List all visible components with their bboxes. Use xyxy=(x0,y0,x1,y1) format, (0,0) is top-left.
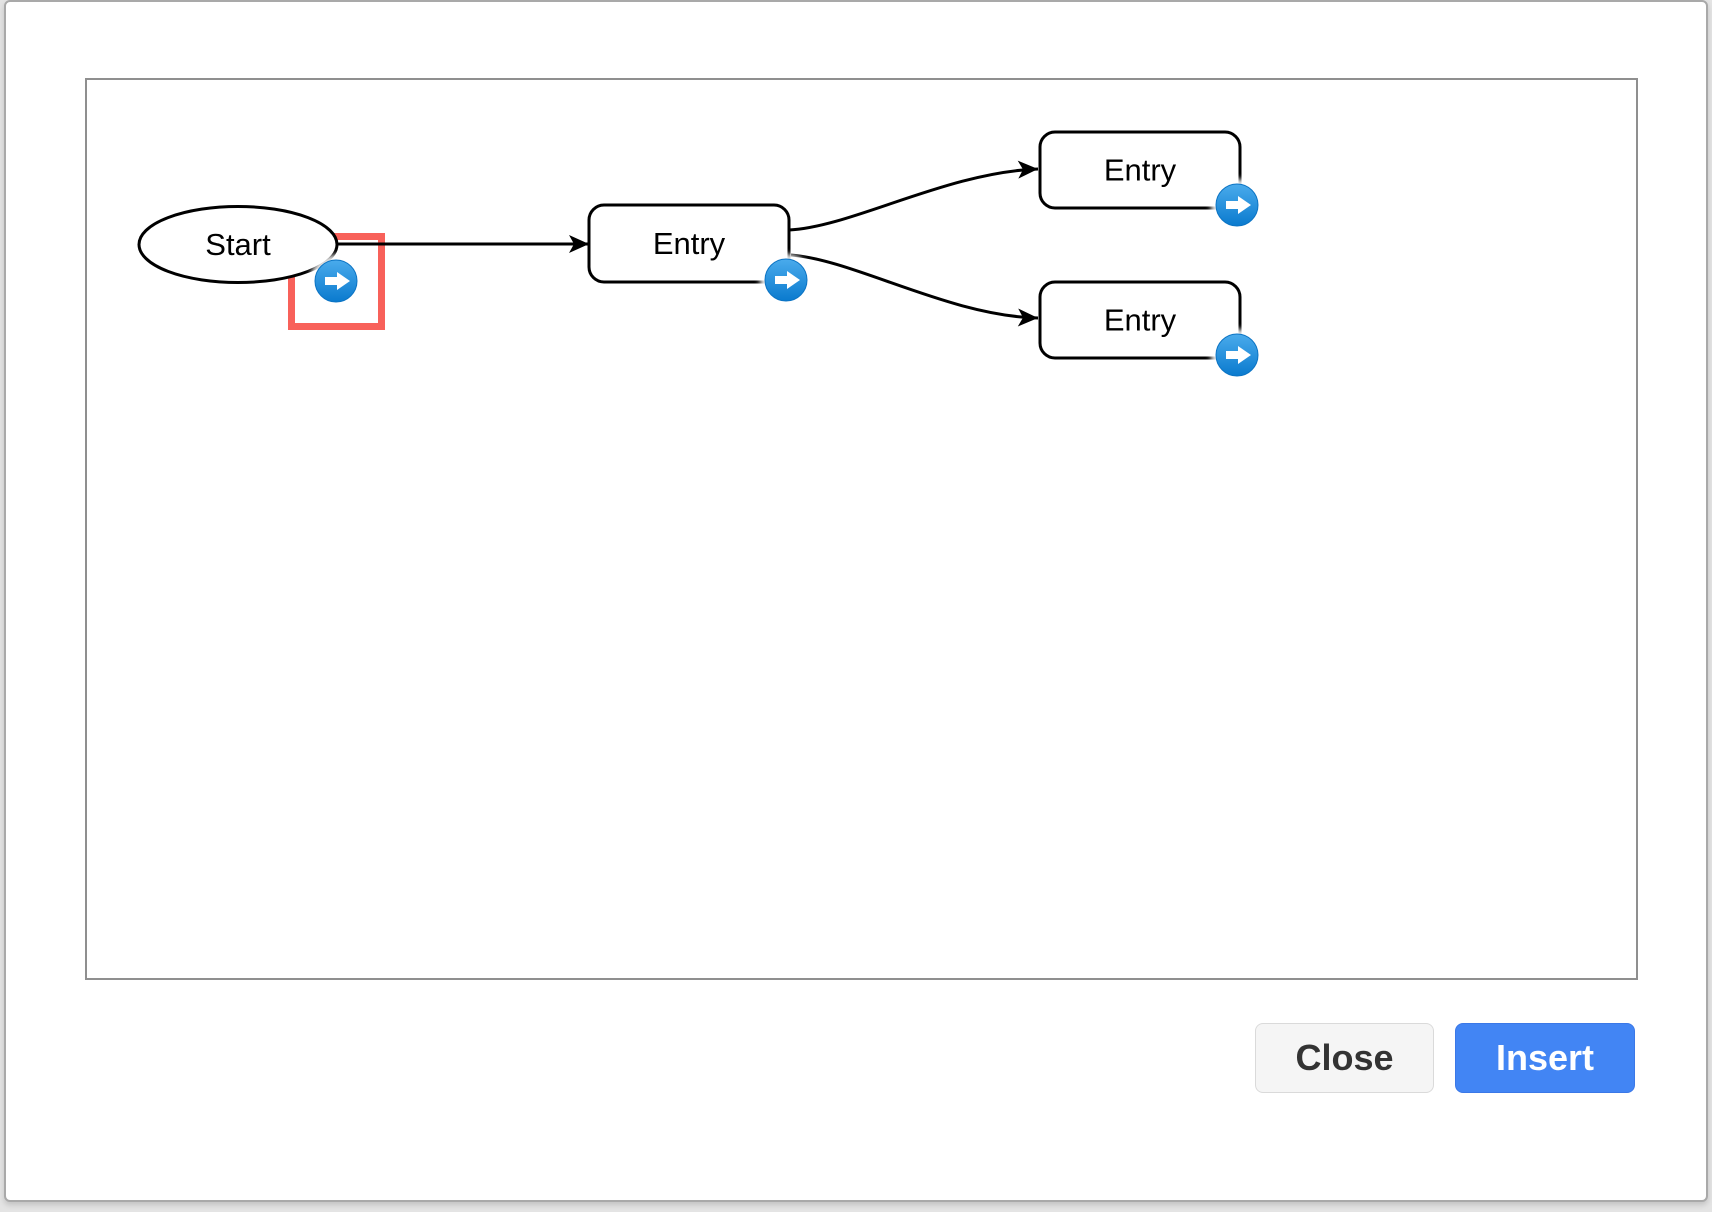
node-start-label: Start xyxy=(205,227,271,262)
direction-arrow-icon[interactable] xyxy=(310,255,362,307)
diagram-svg: Start Entry Entry Entry xyxy=(137,130,1636,978)
node-start[interactable]: Start xyxy=(137,205,339,284)
direction-arrow-icon[interactable] xyxy=(760,254,812,306)
node-entry-2-label: Entry xyxy=(1104,153,1177,188)
node-entry-1-label: Entry xyxy=(653,226,726,261)
edge-entry-1-to-entry-3 xyxy=(790,253,1039,327)
direction-arrow-icon[interactable] xyxy=(1211,179,1263,231)
diagram-preview-dialog: Start Entry Entry Entry Close xyxy=(4,0,1708,1202)
node-entry-3[interactable]: Entry xyxy=(1038,280,1242,360)
node-entry-2[interactable]: Entry xyxy=(1038,130,1242,210)
diagram-canvas: Start Entry Entry Entry xyxy=(85,78,1638,980)
insert-button[interactable]: Insert xyxy=(1455,1023,1635,1093)
direction-arrow-icon[interactable] xyxy=(1211,329,1263,381)
edge-entry-1-to-entry-2 xyxy=(788,160,1039,232)
close-button[interactable]: Close xyxy=(1255,1023,1434,1093)
node-entry-3-label: Entry xyxy=(1104,303,1177,338)
node-entry-1[interactable]: Entry xyxy=(587,203,791,284)
